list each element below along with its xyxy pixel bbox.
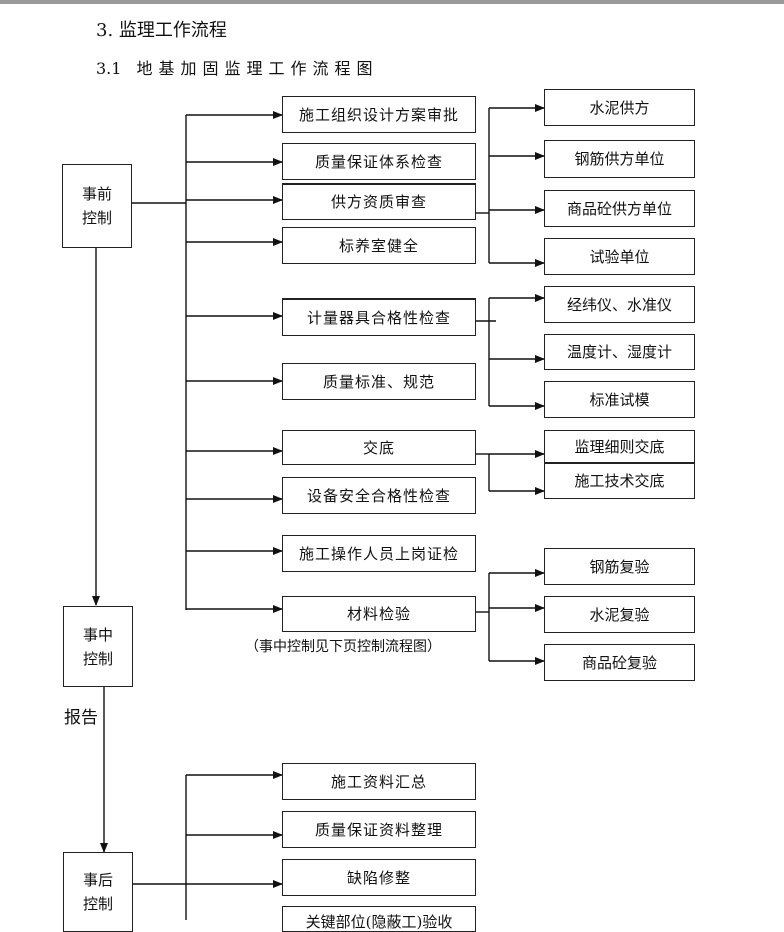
step-measuring-instrument-check: 计量器具合格性检查 [282, 298, 476, 336]
briefing-technical: 施工技术交底 [544, 463, 695, 499]
top-border [0, 0, 784, 4]
step-supplier-qualification: 供方资质审查 [282, 183, 476, 220]
stage-post-control: 事后控制 [63, 852, 133, 932]
post-step-defect-repair: 缺陷修整 [282, 859, 476, 896]
material-concrete-retest: 商品砼复验 [544, 644, 695, 681]
step-material-inspection: 材料检验 [282, 596, 476, 632]
mid-control-note: （事中控制见下页控制流程图） [245, 639, 441, 655]
report-label: 报告 [64, 708, 98, 728]
step-quality-system-check: 质量保证体系检查 [282, 143, 476, 180]
material-rebar-retest: 钢筋复验 [544, 548, 695, 585]
supplier-concrete: 商品砼供方单位 [544, 190, 695, 227]
instrument-theodolite-level: 经纬仪、水准仪 [544, 286, 695, 323]
subsection-text: 地基加固监理工作流程图 [136, 59, 379, 78]
instrument-thermo-hygrometer: 温度计、湿度计 [544, 334, 695, 370]
material-cement-retest: 水泥复验 [544, 596, 695, 633]
supplier-testing-unit: 试验单位 [544, 238, 695, 275]
supplier-cement: 水泥供方 [544, 89, 695, 126]
section-title: 3. 监理工作流程 [96, 20, 227, 41]
step-operator-certificate-check: 施工操作人员上岗证检 [282, 535, 476, 572]
post-step-key-acceptance: 关键部位(隐蔽工)验收 [282, 906, 476, 932]
step-construction-plan-approval: 施工组织设计方案审批 [282, 96, 476, 133]
subsection-title: 3.1 地基加固监理工作流程图 [96, 55, 379, 79]
subsection-number: 3.1 [96, 59, 122, 78]
step-curing-room: 标养室健全 [282, 227, 476, 264]
supplier-rebar: 钢筋供方单位 [544, 140, 695, 178]
post-step-quality-docs: 质量保证资料整理 [282, 811, 476, 848]
post-step-data-summary: 施工资料汇总 [282, 763, 476, 800]
instrument-standard-mold: 标准试模 [544, 381, 695, 418]
briefing-supervision-details: 监理细则交底 [544, 430, 695, 463]
stage-pre-control: 事前控制 [62, 164, 132, 248]
stage-mid-line-1: 事中 [82, 625, 113, 644]
stage-mid-control: 事中控制 [63, 606, 133, 687]
stage-post-line-2: 控制 [82, 895, 113, 913]
stage-pre-line-1: 事前 [81, 185, 112, 203]
step-equipment-safety-check: 设备安全合格性检查 [282, 477, 476, 514]
step-briefing: 交底 [282, 430, 476, 465]
step-quality-standards: 质量标准、规范 [282, 363, 476, 400]
stage-post-line-1: 事后 [82, 871, 113, 889]
stage-mid-line-2: 控制 [82, 649, 113, 668]
stage-pre-line-2: 控制 [81, 209, 112, 227]
